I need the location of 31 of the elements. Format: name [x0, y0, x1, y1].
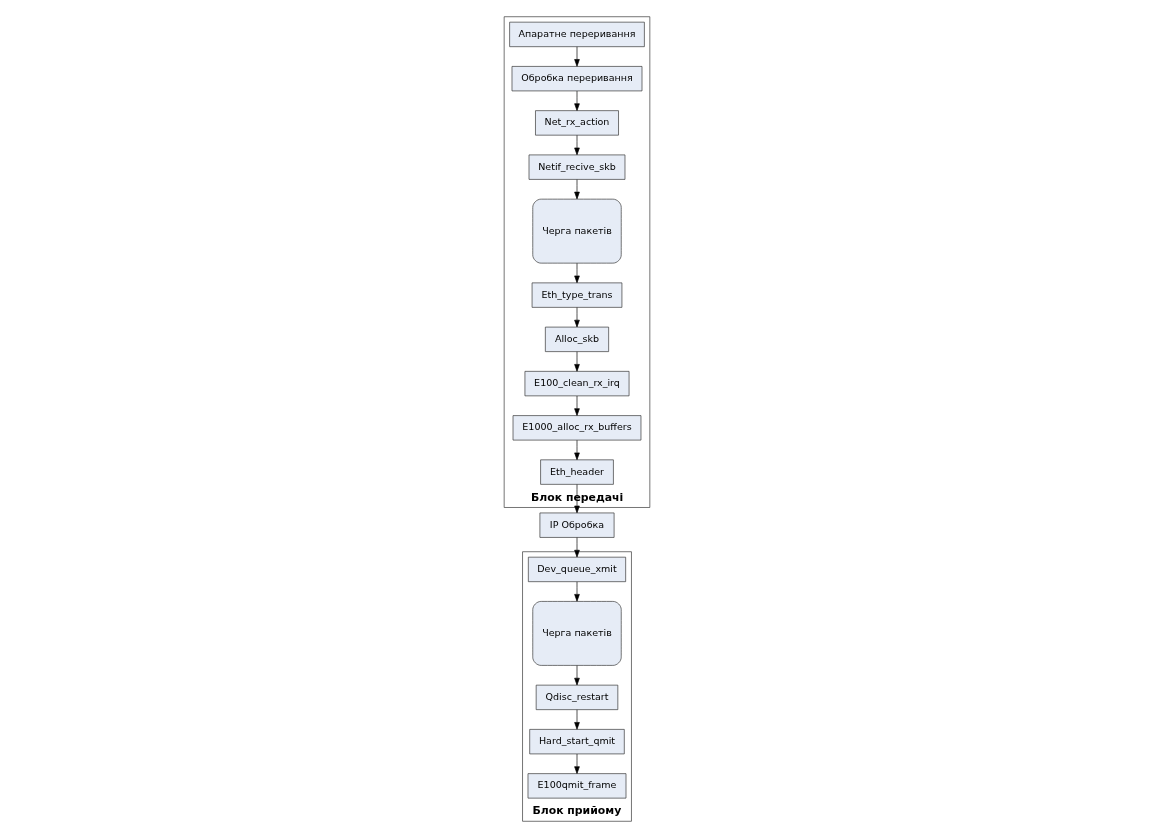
- node-box: E1000_alloc_rx_buffers: [512, 415, 641, 441]
- arrow: [573, 262, 580, 284]
- node-box: Netif_recive_skb: [528, 154, 625, 180]
- node-box: Hard_start_qmit: [528, 729, 625, 755]
- arrow: [573, 537, 580, 558]
- node-box: Eth_type_trans: [531, 282, 622, 308]
- arrow: [573, 581, 580, 602]
- node-box: Qdisc_restart: [535, 684, 618, 710]
- arrow: [573, 665, 580, 686]
- arrow: [573, 351, 580, 372]
- arrow: [573, 134, 580, 156]
- arrow: [573, 179, 580, 200]
- node-box: Dev_queue_xmit: [527, 556, 626, 582]
- node-box: E100qmit_frame: [527, 773, 626, 799]
- node-box: Черга пакетів: [531, 198, 622, 264]
- arrow: [573, 395, 580, 416]
- node-box: Eth_header: [539, 459, 614, 485]
- arrow: [573, 753, 580, 774]
- node-box: Net_rx_action: [534, 110, 619, 136]
- node-box: Обробка переривання: [511, 66, 642, 92]
- node-box: Апаратне переривання: [508, 21, 645, 47]
- node-box: IP Обробка: [539, 512, 614, 538]
- arrow: [573, 46, 580, 67]
- node-box: Черга пакетів: [531, 601, 622, 666]
- arrow: [573, 90, 580, 111]
- arrow: [573, 484, 580, 514]
- arrow: [573, 709, 580, 730]
- node-box: E100_clean_rx_irq: [524, 371, 629, 397]
- node-box: Alloc_skb: [544, 326, 609, 352]
- arrow: [573, 307, 580, 328]
- arrow: [573, 439, 580, 461]
